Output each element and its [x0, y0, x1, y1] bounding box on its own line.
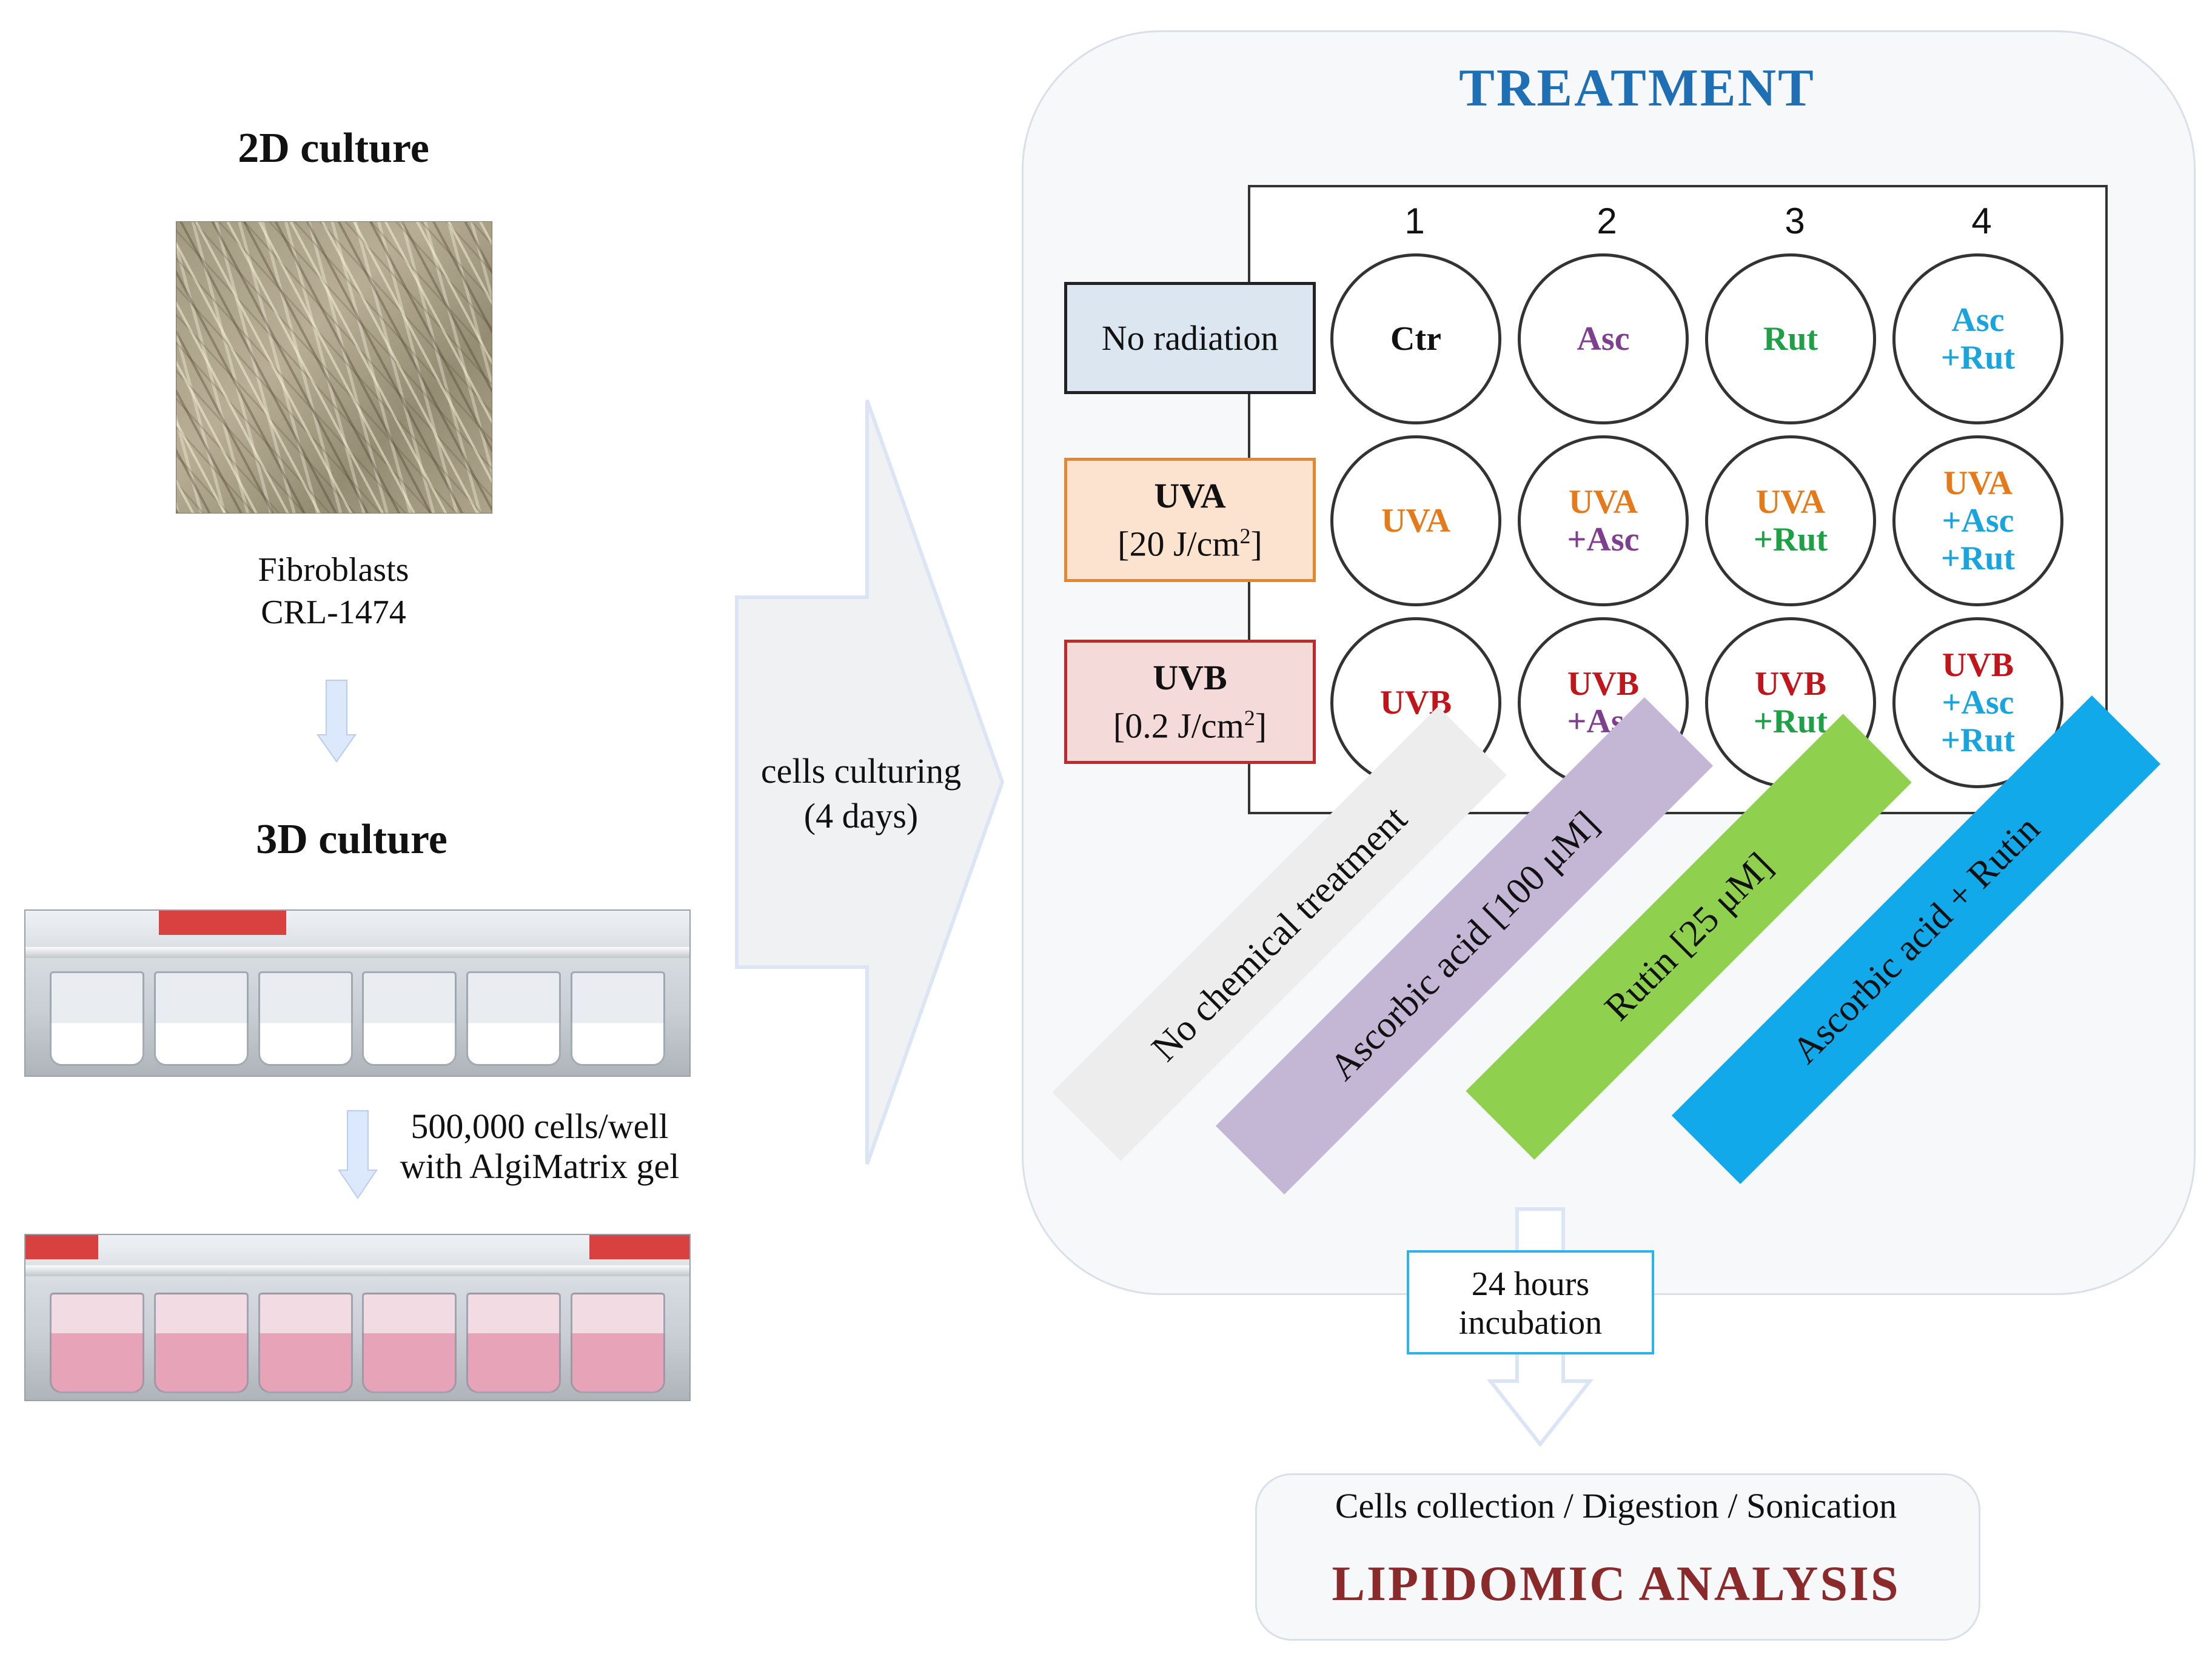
well-uva-rut: UVA +Rut — [1705, 435, 1876, 606]
well-asc: Asc — [1518, 253, 1689, 424]
incubation-box: 24 hours incubation — [1407, 1250, 1654, 1354]
seeding-matrix: with AlgiMatrix gel — [400, 1147, 680, 1186]
row-label-no-radiation: No radiation — [1064, 282, 1316, 394]
title-2d-culture: 2D culture — [238, 125, 429, 172]
plate-photo-seeded — [24, 1234, 691, 1401]
row-label-text: No radiation — [1101, 318, 1279, 358]
culturing-label: cells culturing (4 days) — [728, 749, 994, 839]
title-3d-culture: 3D culture — [256, 816, 447, 863]
well-uva: UVA — [1330, 435, 1501, 606]
well-rut: Rut — [1705, 253, 1876, 424]
cell-line-name: Fibroblasts — [258, 551, 409, 589]
culturing-text: cells culturing — [760, 751, 962, 791]
analysis-title: LIPIDOMIC ANALYSIS — [1332, 1556, 1900, 1611]
row-label-text: UVA — [1154, 475, 1226, 515]
column-number-3: 3 — [1785, 201, 1805, 241]
column-number-2: 2 — [1597, 201, 1617, 241]
analysis-panel — [1255, 1473, 1980, 1641]
right-arrow-icon — [735, 399, 1005, 1165]
analysis-steps: Cells collection / Digestion / Sonicatio… — [1335, 1486, 1897, 1525]
seeding-label: 500,000 cells/well with AlgiMatrix gel — [364, 1107, 716, 1187]
cell-line-code: CRL-1474 — [261, 594, 406, 631]
seeding-density: 500,000 cells/well — [411, 1107, 669, 1146]
well-ctr: Ctr — [1330, 253, 1501, 424]
row-label-uvb: UVB [0.2 J/cm2] — [1064, 640, 1316, 764]
culturing-duration: (4 days) — [803, 796, 919, 835]
well-uva-asc-rut: UVA +Asc +Rut — [1892, 435, 2063, 606]
well-uva-asc: UVA +Asc — [1518, 435, 1689, 606]
down-arrow-icon — [338, 1110, 378, 1199]
down-arrow-icon — [317, 680, 357, 763]
row-label-text: UVB — [1153, 657, 1227, 697]
column-number-1: 1 — [1404, 201, 1425, 241]
fibroblast-photo — [176, 221, 492, 514]
row-label-uva: UVA [20 J/cm2] — [1064, 458, 1316, 582]
treatment-title: TREATMENT — [1459, 59, 1815, 118]
cell-line-label: Fibroblasts CRL-1474 — [152, 549, 515, 634]
incubation-duration: 24 hours — [1471, 1265, 1590, 1303]
row-label-dose: [20 J/cm2] — [1118, 523, 1262, 564]
row-label-dose: [0.2 J/cm2] — [1113, 705, 1267, 746]
incubation-text: incubation — [1458, 1304, 1603, 1342]
plate-photo-empty — [24, 909, 691, 1077]
column-number-4: 4 — [1971, 201, 1992, 241]
well-asc-rut: Asc +Rut — [1892, 253, 2063, 424]
